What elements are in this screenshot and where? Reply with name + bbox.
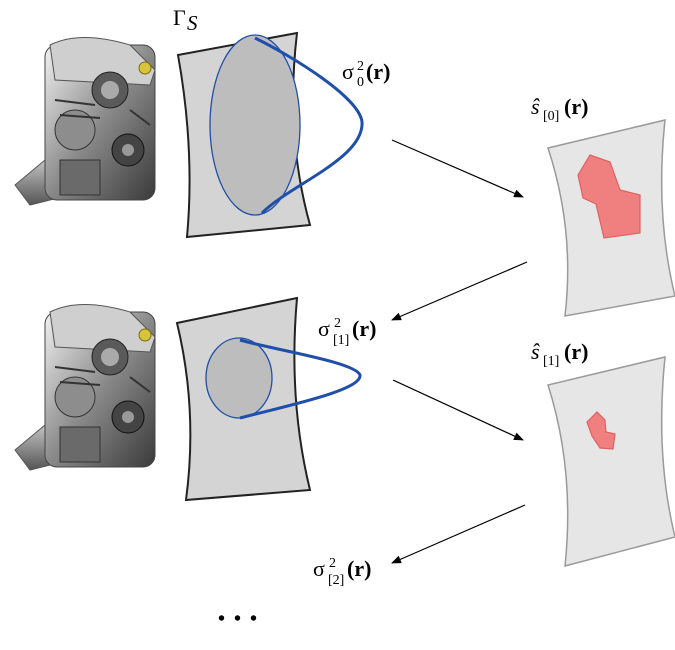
surface-panel-top — [176, 31, 364, 239]
svg-text:σ: σ — [313, 556, 325, 581]
label-sigma-2: σ 2 [2] (r) — [313, 556, 371, 588]
svg-text:S: S — [187, 11, 198, 35]
sensor-ellipse-top — [209, 34, 301, 216]
arrow-to-sigma-2 — [391, 504, 526, 564]
label-gamma-s: Γ S — [173, 5, 198, 35]
ellipsis: • • • — [218, 608, 259, 630]
surface-panel-middle — [175, 296, 362, 502]
svg-text:2: 2 — [329, 556, 336, 571]
variance-curve-middle — [239, 338, 362, 420]
svg-text:0: 0 — [357, 75, 364, 90]
svg-text:(r): (r) — [564, 339, 588, 364]
svg-text:[1]: [1] — [543, 354, 559, 369]
svg-text:[2]: [2] — [328, 573, 344, 588]
svg-text:ŝ: ŝ — [531, 94, 540, 119]
source-region-1 — [586, 411, 616, 450]
label-sigma-1: σ 2 [1] (r) — [318, 316, 376, 348]
variance-curve-top — [254, 36, 364, 215]
label-s-hat-1: ŝ [1] (r) — [531, 339, 588, 369]
svg-text:(r): (r) — [564, 94, 588, 119]
source-region-0 — [577, 154, 641, 239]
svg-text:σ: σ — [342, 59, 354, 84]
estimate-panel-top — [547, 119, 675, 317]
svg-text:Γ: Γ — [173, 5, 186, 30]
engine-image-bottom — [14, 304, 156, 471]
svg-text:(r): (r) — [366, 59, 390, 84]
svg-text:2: 2 — [357, 59, 364, 74]
svg-text:ŝ: ŝ — [531, 339, 540, 364]
label-sigma-0: σ 2 0 (r) — [342, 59, 390, 90]
svg-text:2: 2 — [334, 316, 341, 331]
arrow-to-estimate-1 — [392, 379, 524, 441]
arrow-to-sigma-1 — [391, 261, 528, 321]
label-s-hat-0: ŝ [0] (r) — [531, 94, 588, 124]
svg-text:[0]: [0] — [543, 109, 559, 124]
svg-text:(r): (r) — [347, 556, 371, 581]
svg-text:[1]: [1] — [333, 333, 349, 348]
svg-text:(r): (r) — [352, 316, 376, 341]
svg-text:σ: σ — [318, 316, 330, 341]
engine-image-top — [14, 37, 156, 206]
sensor-ellipse-middle — [205, 337, 273, 419]
arrow-to-estimate-0 — [391, 139, 524, 198]
estimate-panel-bottom — [547, 356, 675, 568]
